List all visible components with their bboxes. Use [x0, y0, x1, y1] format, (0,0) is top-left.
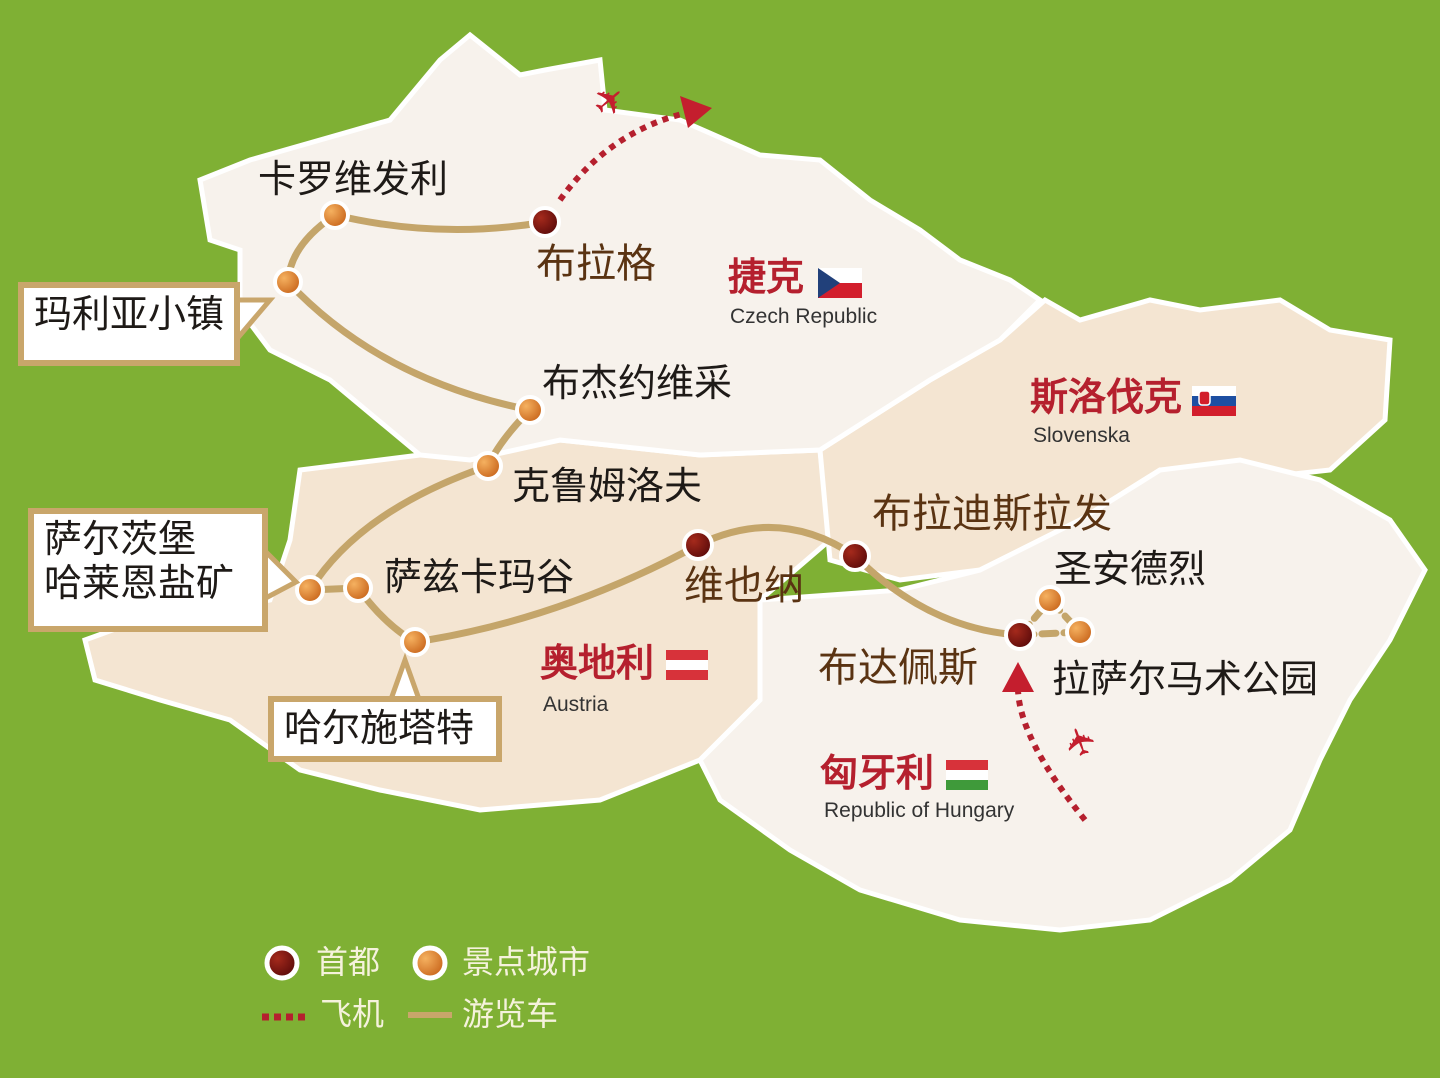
- city-label-budejovice[interactable]: 布杰约维采: [542, 361, 733, 405]
- czech-flag: [818, 268, 862, 298]
- city-label-karlovy-vary[interactable]: 卡罗维发利: [258, 157, 449, 201]
- czech-region: [197, 31, 1044, 463]
- country-name-en-slovakia: Slovenska: [1033, 424, 1130, 447]
- austria-flag: [666, 650, 708, 680]
- country-name-austria: 奥地利: [540, 640, 655, 685]
- callout-hallstatt[interactable]: 哈尔施塔特: [268, 696, 502, 762]
- scenic-dot-krumlov[interactable]: [473, 451, 503, 481]
- city-label-bratislava[interactable]: 布拉迪斯拉发: [872, 491, 1112, 537]
- city-label-vienna[interactable]: 维也纳: [684, 563, 804, 609]
- scenic-dot-karlovy-vary[interactable]: [320, 200, 350, 230]
- country-name-en-austria: Austria: [543, 693, 609, 716]
- flight-arrow-out-icon: [680, 96, 712, 128]
- scenic-dot-lazar[interactable]: [1065, 617, 1095, 647]
- flight-arrow-in-icon: [1002, 662, 1034, 692]
- city-label-salzkammergut[interactable]: 萨兹卡玛谷: [384, 555, 575, 599]
- capital-dot-prague[interactable]: [529, 206, 561, 238]
- capital-dot-budapest[interactable]: [1004, 619, 1036, 651]
- country-name-hungary: 匈牙利: [820, 750, 935, 795]
- country-name-czech: 捷克: [728, 254, 805, 299]
- legend-capital-label: 首都: [316, 943, 381, 981]
- scenic-dot-hallstatt[interactable]: [400, 627, 430, 657]
- legend-flight-label: 飞机: [320, 995, 385, 1033]
- scenic-dot-budejovice[interactable]: [515, 395, 545, 425]
- legend-capital-icon: [264, 945, 300, 981]
- city-label-budapest[interactable]: 布达佩斯: [818, 645, 978, 691]
- callout-label-hallein: 哈莱恩盐矿: [44, 560, 235, 605]
- city-label-krumlov[interactable]: 克鲁姆洛夫: [512, 464, 703, 508]
- legend-scenic-label: 景点城市: [462, 943, 591, 981]
- capital-dot-bratislava[interactable]: [839, 540, 871, 572]
- flight-routes: [557, 109, 1088, 822]
- callout-label-marianske: 玛利亚小镇: [34, 292, 225, 336]
- callout-label-salzburg: 萨尔茨堡: [44, 517, 197, 561]
- hungary-region: [696, 457, 1428, 933]
- scenic-dot-szentendre[interactable]: [1035, 585, 1065, 615]
- scenic-dot-marianske[interactable]: [273, 267, 303, 297]
- legend-scenic-icon: [412, 945, 448, 981]
- country-name-slovakia: 斯洛伐克: [1030, 374, 1183, 419]
- city-label-prague[interactable]: 布拉格: [536, 241, 656, 287]
- capital-dot-vienna[interactable]: [682, 529, 714, 561]
- callout-label-hallstatt: 哈尔施塔特: [284, 706, 475, 750]
- legend-bus-label: 游览车: [462, 995, 559, 1033]
- scenic-dot-salzburg[interactable]: [295, 575, 325, 605]
- country-name-en-hungary: Republic of Hungary: [824, 799, 1015, 822]
- callout-marianske[interactable]: 玛利亚小镇: [18, 282, 240, 366]
- country-name-en-czech: Czech Republic: [730, 305, 878, 328]
- city-label-szentendre[interactable]: 圣安德烈: [1054, 547, 1207, 591]
- slovakia-flag: [1192, 386, 1236, 416]
- callout-salzburg[interactable]: 萨尔茨堡 哈莱恩盐矿: [28, 508, 268, 632]
- scenic-dot-salzkammergut[interactable]: [343, 573, 373, 603]
- city-label-lazar[interactable]: 拉萨尔马术公园: [1052, 657, 1319, 701]
- hungary-flag: [946, 760, 988, 790]
